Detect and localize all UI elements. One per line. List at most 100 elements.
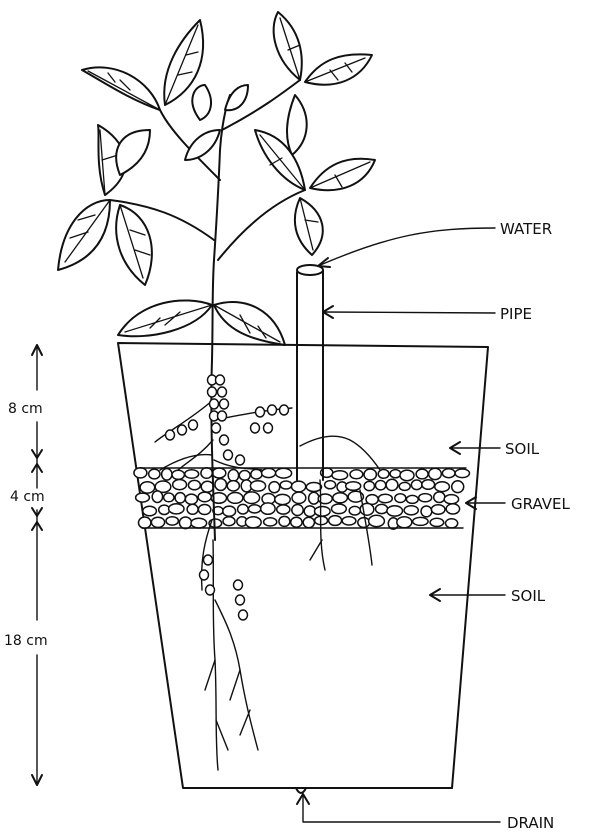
dim-label-gravel: 4 cm bbox=[10, 489, 45, 505]
gravel-pebble bbox=[188, 480, 200, 489]
gravel-pebble bbox=[212, 468, 225, 478]
gravel-pebble bbox=[309, 492, 319, 504]
root-nodule bbox=[236, 595, 245, 605]
plant-roots bbox=[155, 400, 372, 770]
gravel-pebble bbox=[251, 469, 262, 479]
root-nodule bbox=[206, 585, 215, 595]
gravel-pebble bbox=[215, 479, 227, 491]
gravel-pebble bbox=[245, 517, 261, 528]
gravel-pebble bbox=[248, 505, 260, 513]
gravel-pebble bbox=[413, 517, 428, 525]
gravel-pebble bbox=[430, 518, 444, 526]
gravel-pebble bbox=[315, 507, 331, 517]
branch-right bbox=[218, 190, 305, 260]
gravel-pebble bbox=[277, 505, 290, 514]
label-pipe: PIPE bbox=[500, 305, 532, 323]
pot-outline bbox=[118, 343, 488, 788]
gravel-pebble bbox=[264, 518, 277, 526]
gravel-pebble bbox=[223, 517, 235, 526]
dim-label-top: 8 cm bbox=[8, 401, 43, 417]
gravel-pebble bbox=[280, 481, 292, 489]
gravel-pebble bbox=[404, 506, 418, 515]
gravel-pebble bbox=[136, 493, 150, 502]
gravel-pebble bbox=[395, 494, 406, 503]
drain-leader-line bbox=[303, 794, 500, 822]
gravel-pebble bbox=[422, 480, 435, 490]
gravel-pebble bbox=[169, 504, 184, 514]
soil-mound bbox=[300, 436, 380, 470]
gravel-pebble bbox=[275, 494, 290, 504]
gravel-pebble bbox=[279, 516, 290, 526]
gravel-layer bbox=[134, 468, 470, 530]
gravel-pebble bbox=[198, 492, 211, 502]
leaf bbox=[116, 205, 152, 285]
gravel-pebble bbox=[269, 482, 280, 493]
root-nodule bbox=[208, 387, 217, 397]
gravel-pebble bbox=[162, 469, 172, 481]
root-nodule bbox=[239, 610, 248, 620]
gravel-pebble bbox=[406, 495, 418, 503]
root-nodule bbox=[234, 580, 243, 590]
gravel-pebble bbox=[250, 481, 265, 491]
gravel-pebble bbox=[421, 506, 432, 517]
gravel-pebble bbox=[227, 481, 239, 491]
gravel-pebble bbox=[346, 482, 361, 491]
gravel-pebble bbox=[446, 504, 459, 514]
gravel-pebble bbox=[452, 481, 464, 493]
pot bbox=[118, 343, 488, 793]
labels: WATER PIPE SOIL GRAVEL SOIL DRAIN bbox=[500, 220, 570, 832]
gravel-pebble bbox=[434, 492, 445, 503]
gravel-pebble bbox=[175, 493, 185, 503]
gravel-pebble bbox=[442, 469, 455, 478]
root-nodule bbox=[178, 425, 187, 435]
root bbox=[155, 400, 213, 442]
gravel-pebble bbox=[390, 470, 401, 478]
gravel-pebble bbox=[244, 492, 260, 504]
gravel-pebble bbox=[179, 517, 191, 529]
gravel-pebble bbox=[140, 482, 155, 493]
gravel-pebble bbox=[378, 494, 392, 503]
gravel-pebble bbox=[261, 503, 275, 514]
leaf bbox=[116, 130, 150, 175]
dimension-scale: 8 cm 4 cm 18 cm bbox=[4, 345, 48, 785]
gravel-pebble bbox=[416, 469, 428, 479]
gravel-pebble bbox=[223, 506, 236, 516]
gravel-pebble bbox=[151, 517, 164, 527]
water-arrowhead bbox=[318, 258, 330, 267]
gravel-pebble bbox=[292, 505, 303, 516]
gravel-pebble bbox=[378, 470, 389, 479]
leaf bbox=[225, 85, 248, 110]
gravel-pebble bbox=[191, 518, 207, 528]
root-nodule bbox=[218, 411, 227, 421]
gravel-pebble bbox=[455, 469, 469, 478]
root-nodule bbox=[210, 399, 219, 409]
leaf bbox=[185, 130, 220, 160]
root-nodule bbox=[200, 570, 209, 580]
root-nodule bbox=[256, 407, 265, 417]
gravel-pebble bbox=[329, 516, 342, 526]
root-nodule bbox=[220, 435, 229, 445]
gravel-pebble bbox=[185, 470, 199, 478]
root-nodule bbox=[212, 423, 221, 433]
gravel-pebble bbox=[173, 480, 187, 490]
gravel-pebble bbox=[291, 517, 302, 527]
root-nodule bbox=[236, 455, 245, 465]
root-nodule bbox=[264, 423, 273, 433]
gravel-pebble bbox=[303, 517, 314, 527]
gravel-pebble bbox=[164, 493, 174, 502]
label-soil-lower: SOIL bbox=[511, 587, 546, 605]
water-pipe bbox=[297, 265, 323, 480]
gravel-pebble bbox=[143, 506, 157, 516]
gravel-pebble bbox=[166, 517, 178, 525]
gravel-pebble bbox=[444, 495, 458, 504]
root-nodule bbox=[216, 375, 225, 385]
gravel-pebble bbox=[292, 481, 306, 492]
leaf bbox=[192, 85, 211, 120]
water-leader-line bbox=[318, 228, 495, 266]
gravel-pebble bbox=[201, 481, 213, 492]
gravel-pebble bbox=[431, 505, 445, 514]
dim-label-bottom: 18 cm bbox=[4, 633, 48, 649]
label-drain: DRAIN bbox=[507, 814, 554, 832]
